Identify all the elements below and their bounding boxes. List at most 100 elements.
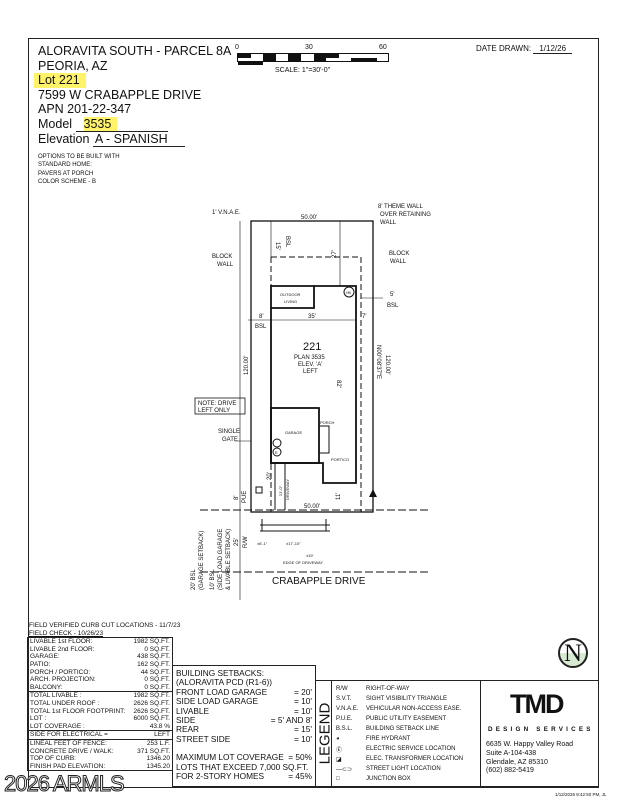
site-plan: 1' V.N.A.E. 8' THEME WALL OVER RETAINING… [191, 204, 431, 600]
plan-label: BSL [255, 324, 267, 330]
legend-abbrev: P.U.E. [336, 716, 353, 722]
stat-value: 438 SQ.FT. [137, 653, 170, 661]
scale-label: SCALE: 1"=30'-0" [275, 67, 331, 74]
scale-segment [250, 54, 264, 58]
outdoor-living [270, 285, 315, 309]
dimension-lines [248, 221, 383, 321]
project-name: ALORAVITA SOUTH - PARCEL 8A [38, 44, 232, 58]
stat-row: LIVABLE 1st FLOOR:1982 SQ.FT. [28, 638, 172, 646]
scale-segment [338, 54, 352, 58]
plan-label: 50.00' [304, 504, 320, 510]
scale-segment [313, 57, 327, 61]
stat-row: LOT COVERAGE :43.8 % [28, 723, 172, 731]
curb-cut [260, 519, 330, 532]
scale-segment [263, 57, 276, 61]
option-line: STANDARD HOME: [38, 161, 92, 168]
stat-label: BALCONY: [30, 683, 63, 691]
setback-row: FOR 2-STORY HOMES= 45% [176, 771, 312, 782]
setback-row: STREET SIDE= 10' [176, 734, 312, 744]
lot-number: 221 [58, 73, 80, 87]
elevation-value: A - SPANISH [92, 132, 185, 147]
scale-segment [288, 57, 301, 61]
stat-value: 1346.20 [146, 755, 171, 763]
stat-label: FINISH PAD ELEVATION: [30, 762, 106, 770]
legend-description: VEHICULAR NON-ACCESS EASE. [366, 706, 462, 712]
scale-segment [351, 54, 364, 58]
scale-segment [300, 57, 314, 61]
hose-bib-icon [272, 438, 282, 448]
company-phone: (602) 882-5419 [486, 767, 534, 775]
setback-note: LOTS THAT EXCEED 7,000 SQ.FT. [176, 761, 309, 772]
setback-label: SIDE [176, 715, 196, 726]
scale-segment [363, 54, 377, 58]
junction-box-icon [255, 486, 263, 494]
scale-segment [263, 54, 276, 58]
address: 7599 W CRABAPPLE DRIVE [38, 87, 202, 102]
plan-label: ±6'-1" [257, 541, 268, 546]
stat-value: 2626 SQ.FT. [133, 707, 171, 715]
setback-label: SIDE LOAD GARAGE [176, 696, 259, 707]
scale-segment [250, 57, 264, 61]
plan-label: 120.00' [384, 355, 390, 375]
model-underline: 3535 [75, 116, 168, 132]
plan-label: ±19' [306, 553, 314, 558]
drawing-frame [28, 38, 599, 788]
plan-label: 15' [274, 242, 280, 250]
plan-label: EDGE OF DRIVEWAY [283, 560, 323, 565]
scale-segment [313, 54, 327, 58]
setback-rows: FRONT LOAD GARAGE= 20'SIDE LOAD GARAGE= … [176, 687, 312, 744]
legend-abbrev: ◪ [336, 756, 342, 763]
scale-segment [275, 57, 289, 61]
legend-description: ELEC. TRANSFORMER LOCATION [366, 756, 464, 762]
legend-abbrev: R/W [336, 686, 348, 692]
stat-value: 253 L.F. [146, 739, 170, 747]
stat-value: 0 SQ.FT. [144, 676, 170, 684]
plan-label: 82' [335, 380, 341, 388]
stat-value: 0 SQ.FT. [144, 683, 170, 691]
plan-label: LEFT ONLY [198, 408, 230, 414]
scale-segment [351, 57, 364, 61]
model-line: Model 3535 [38, 116, 231, 132]
garage-footprint [270, 407, 320, 464]
stat-value: 371 SQ.FT. [137, 747, 170, 755]
setback-label: FOR 2-STORY HOMES [176, 771, 265, 782]
stat-label: LIVABLE 2nd FLOOR: [30, 645, 95, 653]
legend-item: V.N.A.E.VEHICULAR NON-ACCESS EASE. [336, 704, 463, 714]
plan-label: 8' THEME WALL [378, 204, 423, 210]
area-summary: FIELD VERIFIED CURB CUT LOCATIONS - 11/7… [27, 622, 180, 772]
plan-label: ±17'-10" [286, 541, 301, 546]
setback-value: = 10' [294, 705, 312, 716]
company-address: Glendale, AZ 85310 [486, 758, 548, 766]
plan-label: LIVING [284, 299, 297, 304]
setback-row: SIDE= 5' AND 8' [176, 715, 312, 726]
setbacks-title: BUILDING SETBACKS: [176, 668, 265, 678]
plan-label: R/W [243, 536, 249, 548]
plan-label: GARAGE [285, 430, 302, 435]
legend-item: —⊂⊃STREET LIGHT LOCATION [336, 764, 463, 774]
right-of-way-line [200, 509, 430, 573]
date-value: 1/12/26 [533, 44, 573, 54]
legend-abbrev: B.S.L. [336, 726, 353, 732]
plan-label: 8' [234, 496, 240, 500]
company-address: 6635 W. Happy Valley Road [486, 741, 574, 748]
area-group: LIVABLE 1st FLOOR:1982 SQ.FT.LIVABLE 2nd… [27, 637, 173, 692]
scale-bar [237, 53, 389, 65]
stat-value: 1982 SQ.FT. [133, 692, 171, 700]
date-drawn: DATE DRAWN: 1/12/26 [476, 44, 573, 54]
elevation-line: Elevation A - SPANISH [38, 132, 231, 147]
legend-description: ELECTRIC SERVICE LOCATION [366, 746, 456, 752]
legend-item: ◪ ELEC. TRANSFORMER LOCATION [336, 754, 463, 764]
stat-row: TOTAL UNDER ROOF :2626 SQ.FT. [28, 700, 172, 708]
scale-segment [275, 54, 289, 58]
plan-label: WALL [217, 262, 234, 268]
plan-label: LEFT [303, 369, 318, 375]
legend-item: ◕FIRE HYDRANT [336, 734, 463, 744]
plan-label: BLOCK [389, 251, 409, 257]
north-letter: N [563, 640, 583, 667]
hose-bib-icon [343, 286, 355, 298]
stat-label: SIDE FOR ELECTRICAL = [30, 731, 108, 739]
plan-label: 25' [234, 538, 240, 546]
legend-abbrev: Ⓔ [336, 747, 343, 754]
porch [319, 425, 330, 454]
